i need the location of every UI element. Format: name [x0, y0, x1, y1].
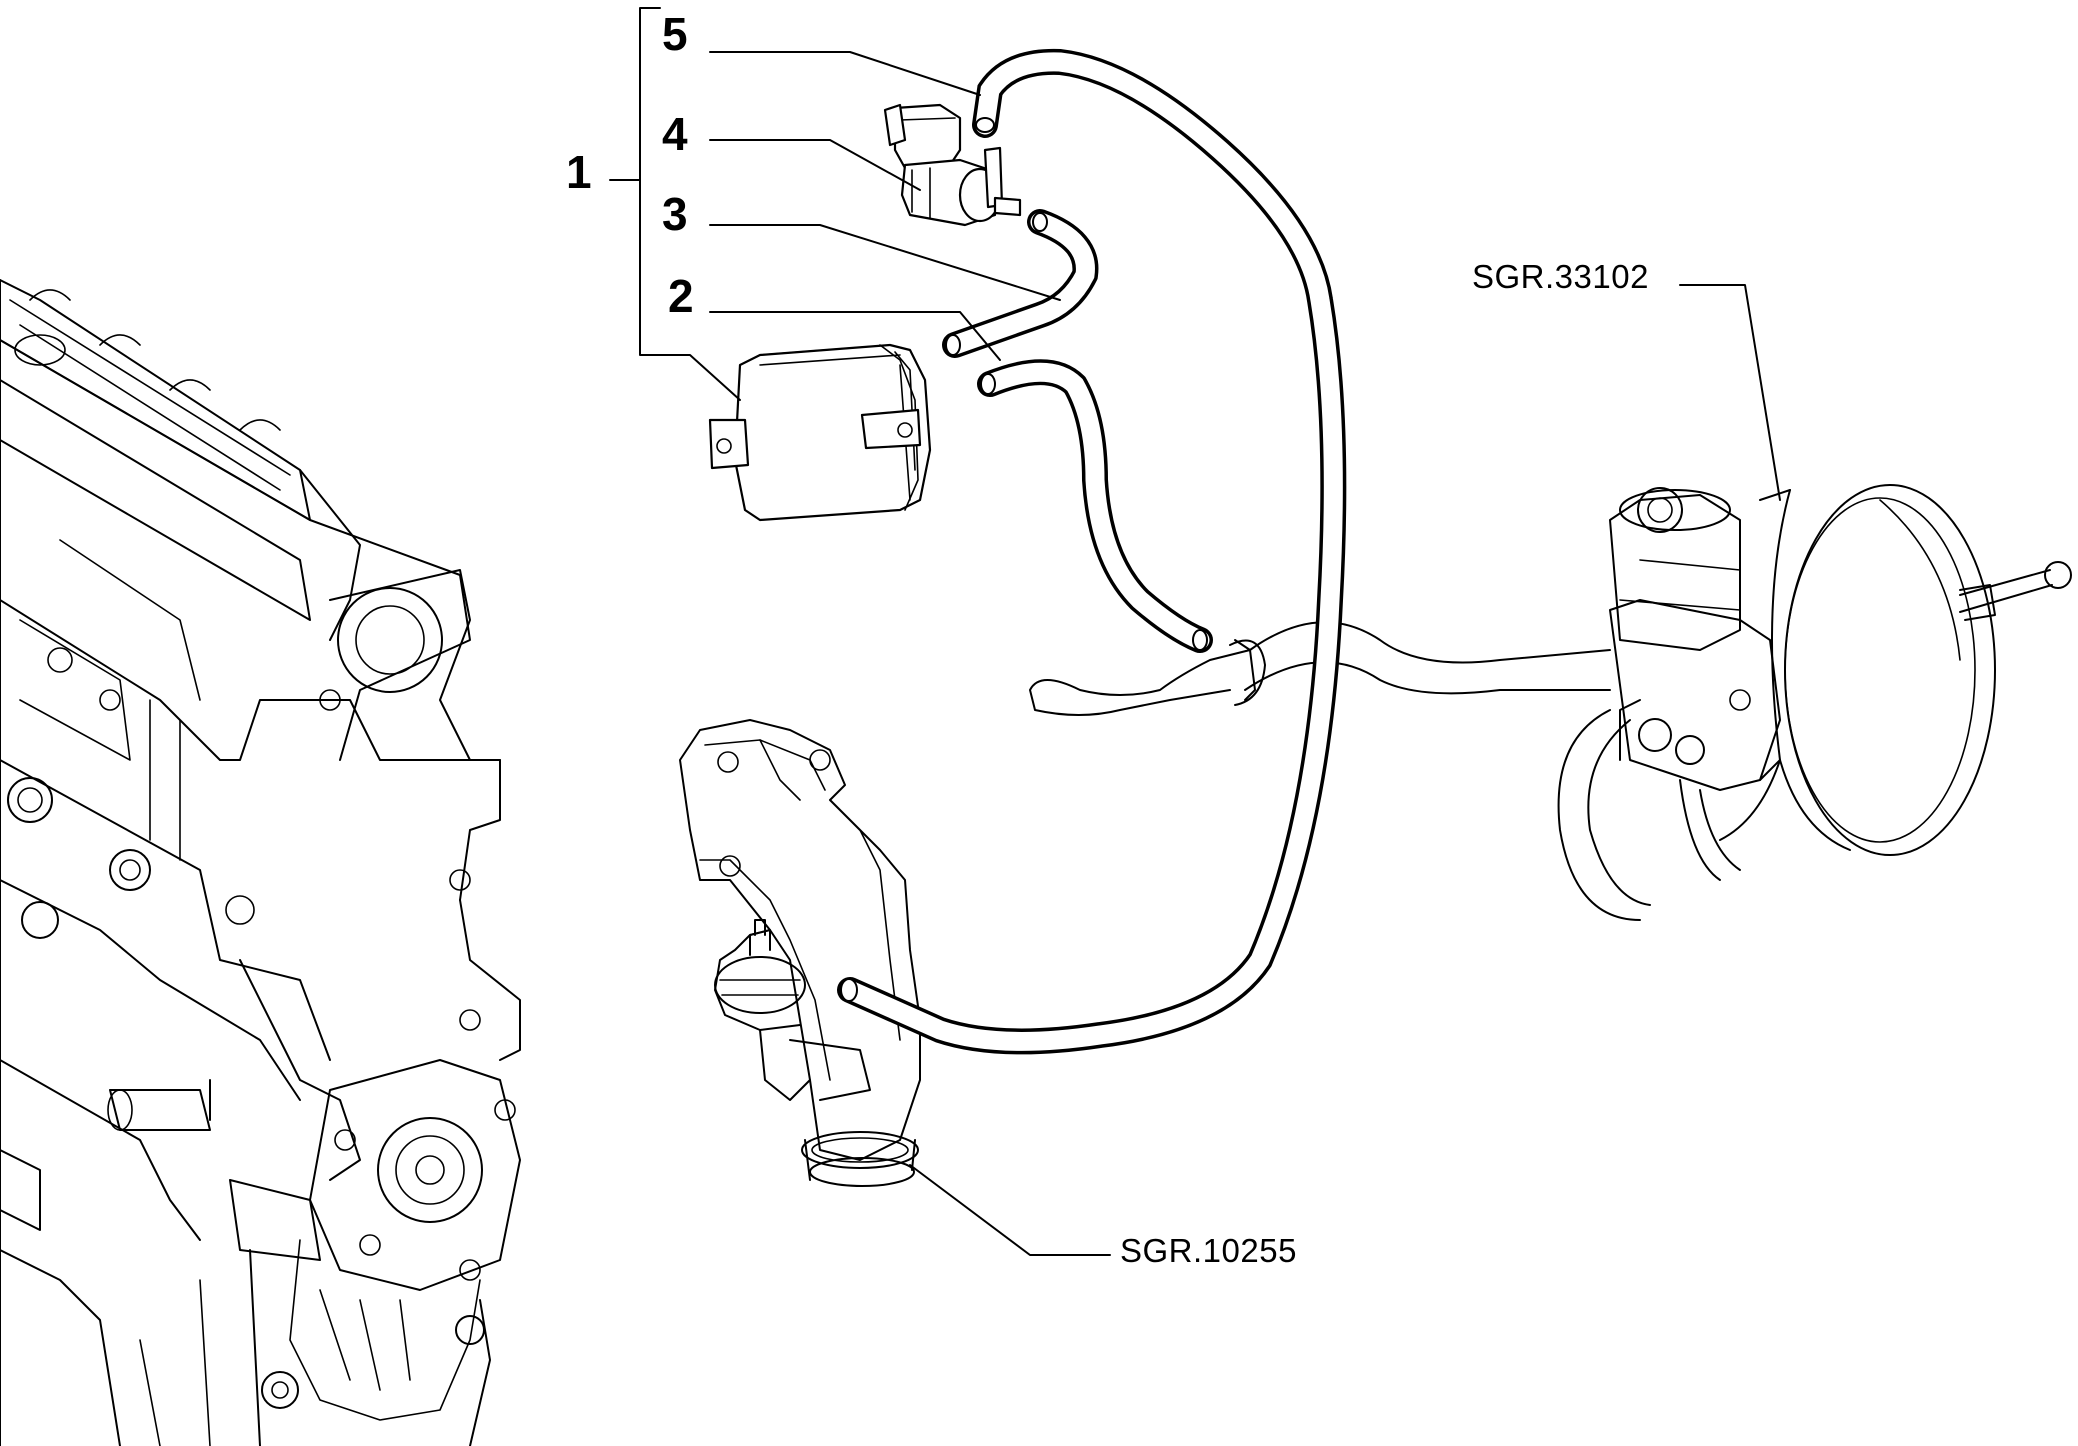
- hose-long: [837, 48, 1347, 1055]
- callout-3: 3: [662, 188, 688, 240]
- leader-lines: [609, 7, 1781, 1256]
- ref-brake-booster: SGR.33102: [1472, 258, 1649, 295]
- callout-2: 2: [668, 270, 694, 322]
- brake-booster: [1557, 484, 2072, 921]
- solenoid-valve: [883, 103, 1022, 227]
- vacuum-pipe-outline: [1029, 621, 1611, 716]
- callout-5: 5: [662, 8, 688, 60]
- callout-4: 4: [662, 108, 688, 160]
- callout-labels: 5 4 1 3 2 SGR.33102 SGR.10255: [566, 8, 1649, 1269]
- callout-1: 1: [566, 146, 592, 198]
- intake-manifold: [679, 719, 921, 1187]
- hose-reservoir-to-manifold: [977, 359, 1213, 653]
- engine-block: [0, 279, 521, 1446]
- hose-short: [942, 209, 1099, 358]
- vacuum-reservoir: [708, 343, 932, 522]
- ref-intake-manifold: SGR.10255: [1120, 1232, 1297, 1269]
